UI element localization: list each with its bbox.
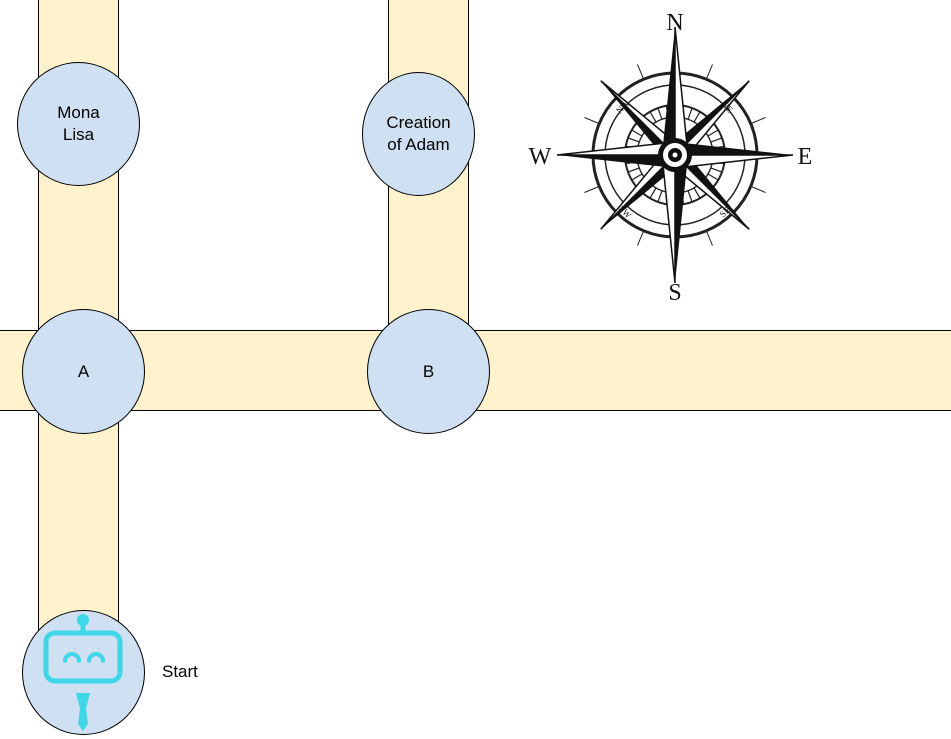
node-mona-lisa-label: Mona Lisa — [57, 103, 100, 144]
compass-north-label: N — [666, 10, 683, 36]
node-a-label: A — [77, 361, 90, 381]
compass-south-label: S — [668, 280, 681, 306]
node-a: A — [22, 309, 145, 434]
node-creation-of-adam: Creation of Adam — [362, 72, 475, 196]
node-creation-of-adam-label: Creation of Adam — [386, 113, 451, 154]
compass-east-label: E — [798, 144, 813, 170]
robot-icon — [43, 614, 123, 731]
start-label: Start — [162, 662, 198, 681]
node-b-label: B — [422, 361, 435, 381]
compass-west-label: W — [529, 144, 552, 170]
compass-rose-icon: NW NE SW SE N S W E — [529, 10, 813, 306]
node-mona-lisa: Mona Lisa — [17, 62, 140, 186]
node-b: B — [367, 309, 490, 434]
